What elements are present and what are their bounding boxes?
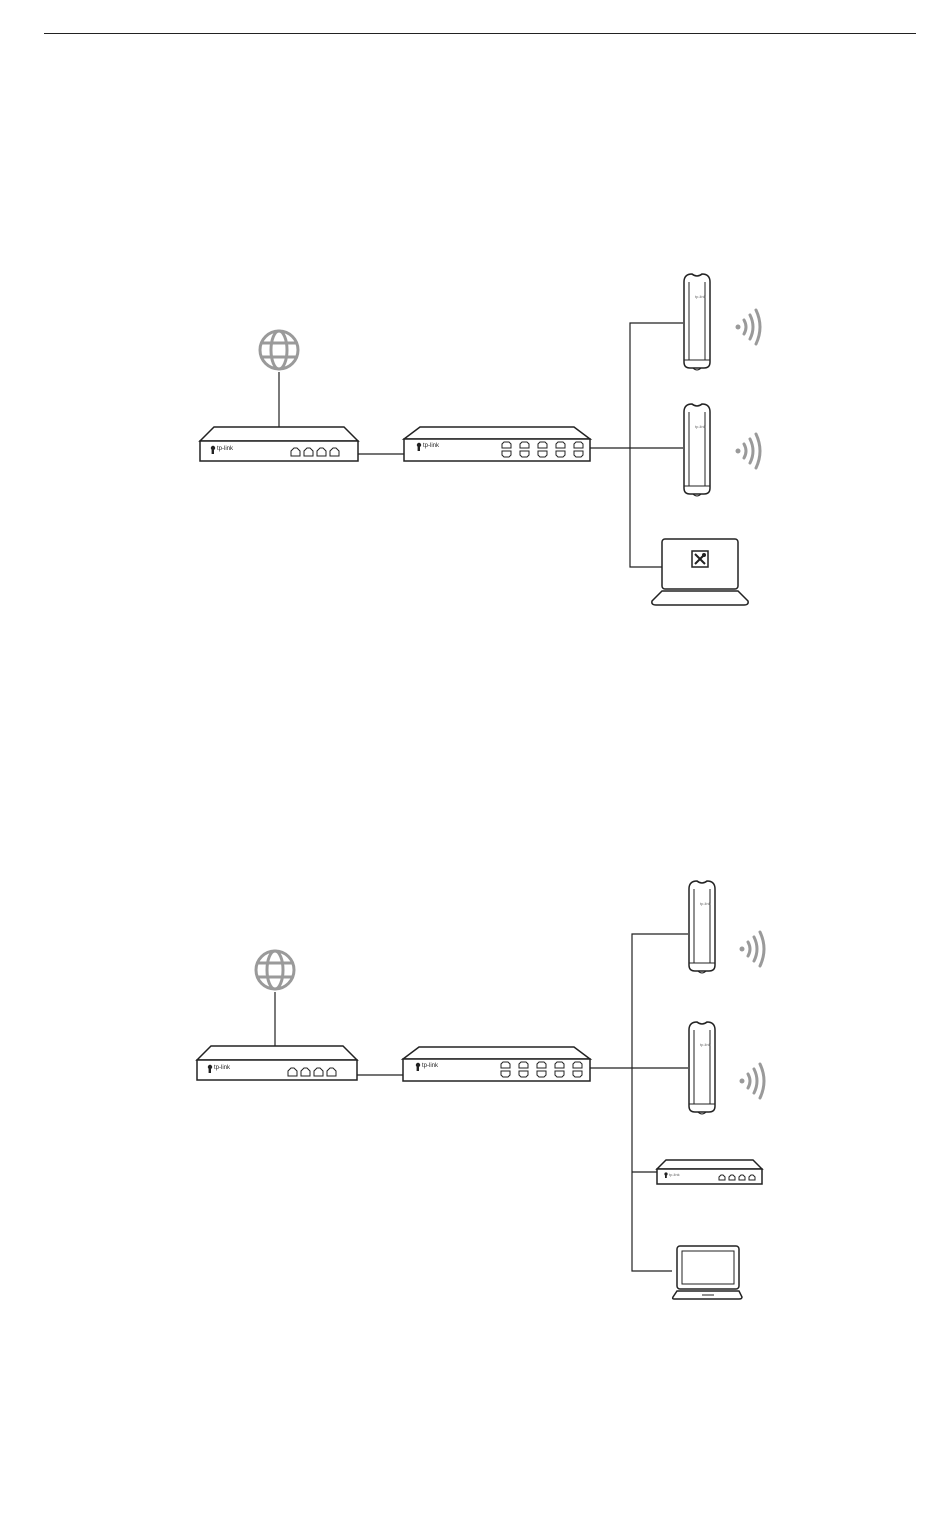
switch: tp-link	[404, 427, 590, 461]
router: tp-link	[200, 427, 358, 461]
laptop-with-controller	[652, 539, 748, 605]
svg-text:tp-link: tp-link	[695, 294, 706, 299]
svg-text:tp-link: tp-link	[669, 1172, 680, 1177]
wifi-signal-icon	[740, 932, 765, 966]
svg-text:tp-link: tp-link	[423, 443, 440, 449]
access-point: tp-link	[684, 404, 710, 496]
access-point: tp-link	[684, 274, 710, 370]
access-point: tp-link	[689, 881, 715, 973]
header-rule	[44, 33, 916, 34]
laptop	[673, 1246, 742, 1299]
wifi-signal-icon	[736, 434, 761, 468]
network-diagram-2: tp-link tp-link	[0, 860, 950, 1320]
router: tp-link	[657, 1160, 762, 1184]
network-diagram-1: tp-link tp-link	[0, 250, 950, 630]
globe-icon	[260, 331, 298, 369]
svg-text:tp-link: tp-link	[422, 1063, 439, 1069]
svg-text:tp-link: tp-link	[700, 1042, 711, 1047]
switch: tp-link	[403, 1047, 590, 1081]
svg-text:tp-link: tp-link	[695, 424, 706, 429]
svg-text:tp-link: tp-link	[217, 446, 234, 452]
router: tp-link	[197, 1046, 357, 1080]
access-point: tp-link	[689, 1022, 715, 1114]
connection-lines	[275, 934, 688, 1271]
wifi-signal-icon	[740, 1064, 765, 1098]
svg-text:tp-link: tp-link	[214, 1065, 231, 1071]
wifi-signal-icon	[736, 310, 761, 344]
globe-icon	[256, 951, 294, 989]
svg-text:tp-link: tp-link	[700, 901, 711, 906]
